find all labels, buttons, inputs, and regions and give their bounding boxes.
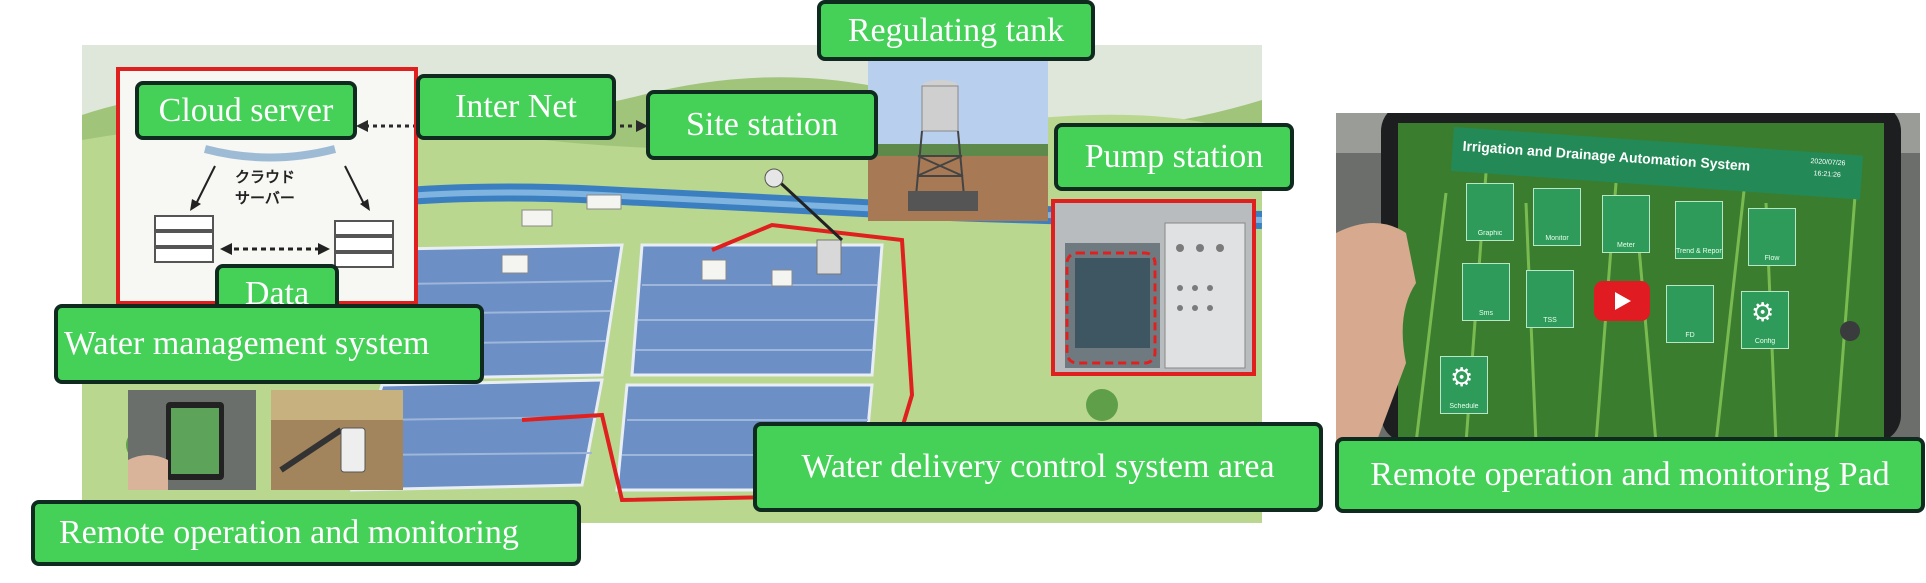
remote-pad-label: Remote operation and monitoring Pad [1335, 437, 1925, 513]
pad-tile-fd[interactable]: FD [1666, 285, 1714, 343]
tablet-photo-2 [271, 390, 403, 490]
site-station-label: Site station [646, 90, 878, 160]
regulating-tank-label: Regulating tank [817, 0, 1095, 61]
tablet-photo-1-graphic [128, 390, 256, 490]
gear-icon: ⚙ [1450, 363, 1474, 393]
pad-tile-tss[interactable]: TSS [1526, 270, 1574, 328]
remote-operation-label: Remote operation and monitoring [31, 500, 581, 566]
water-management-system-label: Water management system [54, 304, 484, 384]
regulating-tank-photo [868, 56, 1048, 221]
pad-tile-monitor[interactable]: Monitor [1533, 188, 1581, 246]
pad-tile-sms[interactable]: Sms [1462, 263, 1510, 321]
pump-station-label: Pump station [1054, 123, 1294, 191]
tablet-photo-1 [128, 390, 256, 490]
remote-pad-photo: Irrigation and Drainage Automation Syste… [1336, 113, 1920, 443]
cloud-server-label: Cloud server [135, 81, 357, 140]
cloud-server-jp-line1: クラウド [235, 168, 296, 186]
pad-tile-schedule[interactable]: ⚙ Schedule [1440, 356, 1488, 414]
pad-tile-trend-report[interactable]: Trend & Report [1675, 201, 1723, 259]
gear-icon: ⚙ [1751, 298, 1775, 328]
pad-tile-graphic[interactable]: Graphic [1466, 183, 1514, 241]
inter-net-label: Inter Net [416, 74, 616, 140]
cloud-server-diagram [154, 145, 394, 268]
pad-tile-meter[interactable]: Meter [1602, 195, 1650, 253]
play-icon[interactable] [1594, 281, 1650, 321]
pad-tile-flow[interactable]: Flow [1748, 208, 1796, 266]
pump-station-graphic [1055, 203, 1252, 372]
pump-station-photo [1051, 199, 1256, 376]
regulating-tank-graphic [868, 56, 1048, 221]
pad-tile-config[interactable]: ⚙ Config [1741, 291, 1789, 349]
water-delivery-control-label: Water delivery control system area [753, 422, 1323, 512]
cloud-server-jp-line2: サーバー [235, 189, 295, 207]
tablet-photo-2-graphic [271, 390, 403, 490]
